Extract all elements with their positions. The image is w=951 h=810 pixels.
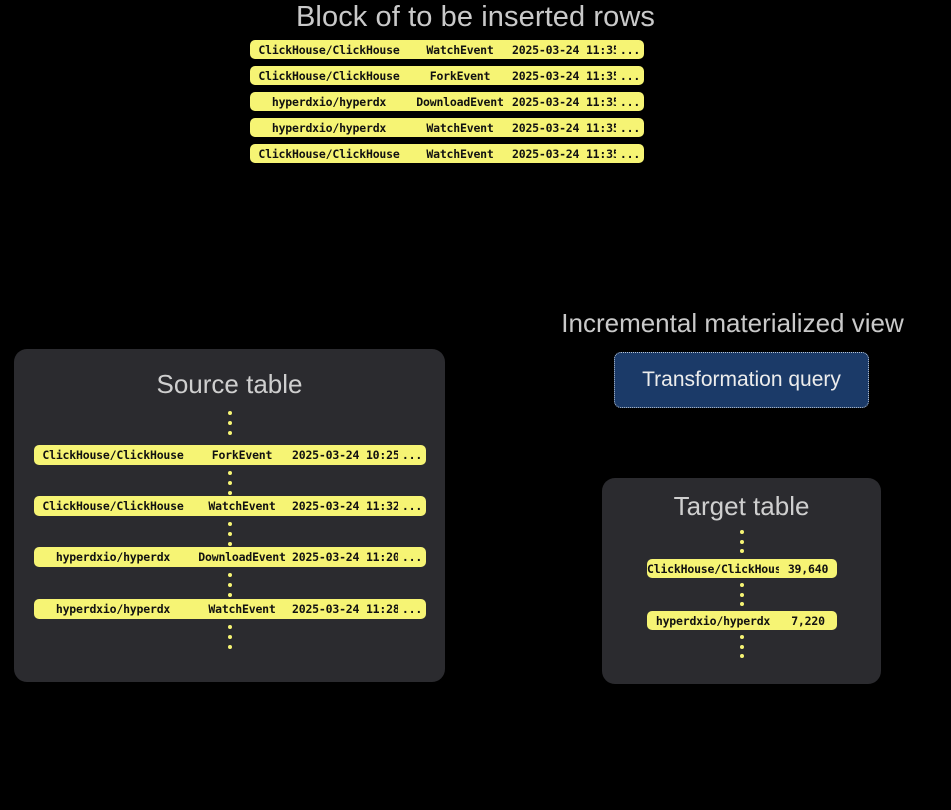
block-row-time: 2025-03-24 11:35:48	[512, 94, 616, 109]
target-table-row: hyperdxio/hyperdx 7,220	[647, 611, 837, 630]
ellipsis-dot	[228, 481, 232, 485]
ellipsis-dot	[228, 532, 232, 536]
source-table-row: hyperdxio/hyperdx DownloadEvent 2025-03-…	[34, 547, 426, 567]
source-row-event: DownloadEvent	[198, 550, 286, 564]
ellipsis-dot	[740, 654, 744, 658]
block-rows-list: ClickHouse/ClickHouse WatchEvent 2025-03…	[250, 40, 644, 163]
source-row-time: 2025-03-24 10:25:00	[292, 448, 398, 462]
ellipsis-dot	[740, 635, 744, 639]
block-row-event: DownloadEvent	[416, 94, 504, 109]
source-row-more: ...	[401, 499, 423, 513]
source-row-event: WatchEvent	[208, 602, 276, 616]
target-row-count: 7,220	[791, 613, 825, 628]
block-row: ClickHouse/ClickHouse WatchEvent 2025-03…	[250, 144, 644, 163]
ellipsis-dot	[740, 530, 744, 534]
block-row-repo: ClickHouse/ClickHouse	[258, 146, 400, 161]
block-row-more: ...	[619, 68, 641, 83]
ellipsis-dot	[228, 573, 232, 577]
source-row-event: WatchEvent	[208, 499, 276, 513]
block-row-repo: ClickHouse/ClickHouse	[258, 42, 400, 57]
target-row-count: 39,640	[787, 561, 829, 576]
ellipsis-dot	[228, 645, 232, 649]
source-table-row: ClickHouse/ClickHouse WatchEvent 2025-03…	[34, 496, 426, 516]
ellipsis-dot	[228, 471, 232, 475]
source-ellipsis	[34, 573, 426, 597]
source-row-repo: ClickHouse/ClickHouse	[42, 499, 184, 513]
block-title: Block of to be inserted rows	[295, 1, 656, 33]
ellipsis-dot	[228, 625, 232, 629]
source-ellipsis	[34, 625, 426, 649]
source-table-panel: Source table ClickHouse/ClickHouse ForkE…	[14, 349, 445, 682]
ellipsis-dot	[228, 635, 232, 639]
target-ellipsis	[647, 583, 837, 606]
ellipsis-dot	[740, 549, 744, 553]
ellipsis-dot	[740, 602, 744, 606]
source-row-time: 2025-03-24 11:32:54	[292, 499, 398, 513]
block-row-repo: hyperdxio/hyperdx	[271, 94, 387, 109]
ellipsis-dot	[228, 421, 232, 425]
source-row-time: 2025-03-24 11:20:12	[292, 550, 398, 564]
source-table-row: hyperdxio/hyperdx WatchEvent 2025-03-24 …	[34, 599, 426, 619]
block-row-time: 2025-03-24 11:35:40	[512, 42, 616, 57]
source-row-event: ForkEvent	[211, 448, 273, 462]
block-row-time: 2025-03-24 11:35:52	[512, 120, 616, 135]
block-row-event: WatchEvent	[426, 42, 494, 57]
block-row: ClickHouse/ClickHouse ForkEvent 2025-03-…	[250, 66, 644, 85]
source-row-repo: hyperdxio/hyperdx	[55, 550, 171, 564]
block-row: hyperdxio/hyperdx DownloadEvent 2025-03-…	[250, 92, 644, 111]
source-row-more: ...	[401, 550, 423, 564]
source-table-title: Source table	[156, 369, 303, 399]
materialized-view-title: Incremental materialized view	[561, 308, 904, 338]
block-row: hyperdxio/hyperdx WatchEvent 2025-03-24 …	[250, 118, 644, 137]
source-ellipsis	[34, 522, 426, 546]
source-row-repo: ClickHouse/ClickHouse	[42, 448, 184, 462]
ellipsis-dot	[228, 522, 232, 526]
source-row-time: 2025-03-24 11:28:32	[292, 602, 398, 616]
ellipsis-dot	[740, 644, 744, 649]
ellipsis-dot	[228, 411, 232, 415]
transformation-query-box[interactable]: Transformation query	[614, 352, 869, 408]
target-table-row: ClickHouse/ClickHouse 39,640	[647, 559, 837, 578]
source-ellipsis	[34, 411, 426, 435]
target-row-repo: ClickHouse/ClickHouse	[647, 561, 779, 576]
block-row-time: 2025-03-24 11:35:54	[512, 146, 616, 161]
source-ellipsis	[34, 471, 426, 495]
block-row-repo: ClickHouse/ClickHouse	[258, 68, 400, 83]
block-row-more: ...	[619, 146, 641, 161]
ellipsis-dot	[228, 542, 232, 546]
block-row-repo: hyperdxio/hyperdx	[271, 120, 387, 135]
source-table-row: ClickHouse/ClickHouse ForkEvent 2025-03-…	[34, 445, 426, 465]
ellipsis-dot	[228, 431, 232, 435]
block-row-time: 2025-03-24 11:35:44	[512, 68, 616, 83]
ellipsis-dot	[740, 583, 744, 587]
target-row-repo: hyperdxio/hyperdx	[655, 613, 771, 628]
source-row-more: ...	[401, 602, 423, 616]
target-table-panel: Target table ClickHouse/ClickHouse 39,64…	[602, 478, 881, 684]
target-table-title: Target table	[673, 491, 810, 521]
target-ellipsis	[647, 635, 837, 658]
block-row-event: ForkEvent	[429, 68, 491, 83]
block-row-more: ...	[619, 42, 641, 57]
block-row-more: ...	[619, 94, 641, 109]
block-row-event: WatchEvent	[426, 120, 494, 135]
block-row-more: ...	[619, 120, 641, 135]
ellipsis-dot	[740, 592, 744, 597]
target-ellipsis	[647, 530, 837, 553]
ellipsis-dot	[228, 583, 232, 587]
ellipsis-dot	[228, 593, 232, 597]
block-row-event: WatchEvent	[426, 146, 494, 161]
source-row-more: ...	[401, 448, 423, 462]
block-row: ClickHouse/ClickHouse WatchEvent 2025-03…	[250, 40, 644, 59]
ellipsis-dot	[228, 491, 232, 495]
ellipsis-dot	[740, 539, 744, 544]
source-row-repo: hyperdxio/hyperdx	[55, 602, 171, 616]
